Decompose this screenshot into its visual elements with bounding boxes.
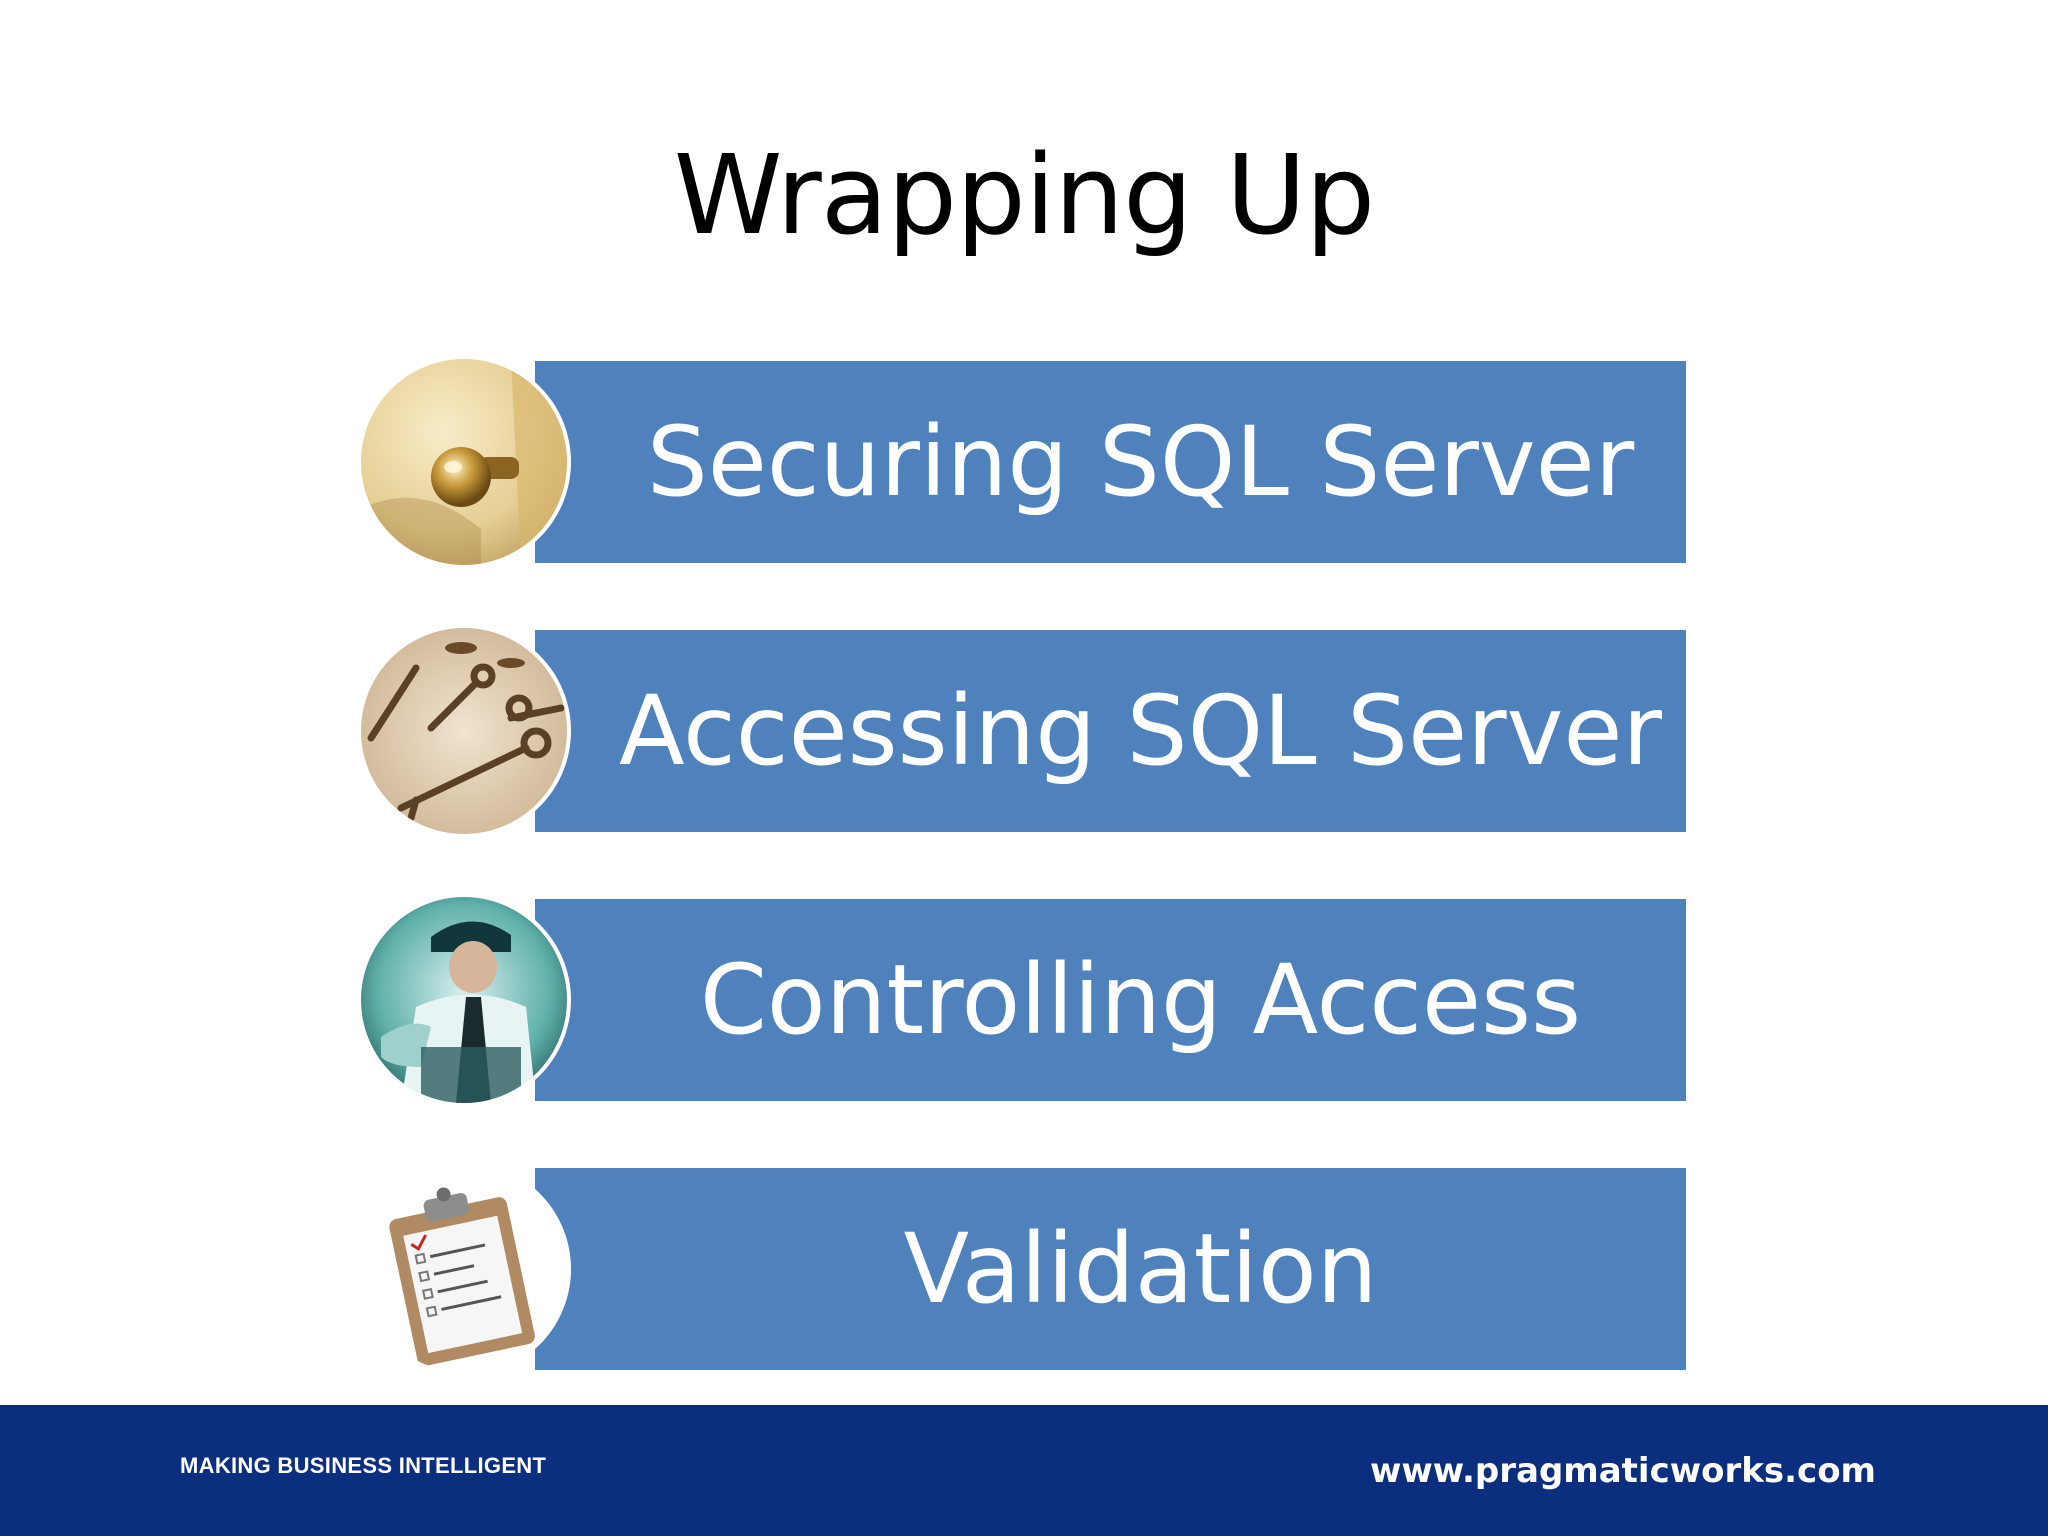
item-bar-validation: Validation [535, 1168, 1686, 1370]
item-bar-accessing: Accessing SQL Server [535, 630, 1686, 832]
footer-band: MAKING BUSINESS INTELLIGENT www.pragmati… [0, 1405, 2048, 1536]
door-knob-icon [361, 359, 567, 565]
footer-url[interactable]: www.pragmaticworks.com [1369, 1451, 1876, 1491]
keys-icon [361, 628, 567, 834]
clipboard-checklist-icon [361, 1166, 567, 1372]
item-label: Accessing SQL Server [619, 675, 1662, 787]
item-label: Controlling Access [699, 944, 1582, 1056]
item-label: Validation [903, 1213, 1378, 1325]
security-guard-icon [361, 897, 567, 1103]
item-bar-controlling: Controlling Access [535, 899, 1686, 1101]
slide-title: Wrapping Up [673, 131, 1376, 259]
item-bar-securing: Securing SQL Server [535, 361, 1686, 563]
footer-tagline: MAKING BUSINESS INTELLIGENT [180, 1453, 547, 1478]
item-label: Securing SQL Server [646, 406, 1635, 518]
